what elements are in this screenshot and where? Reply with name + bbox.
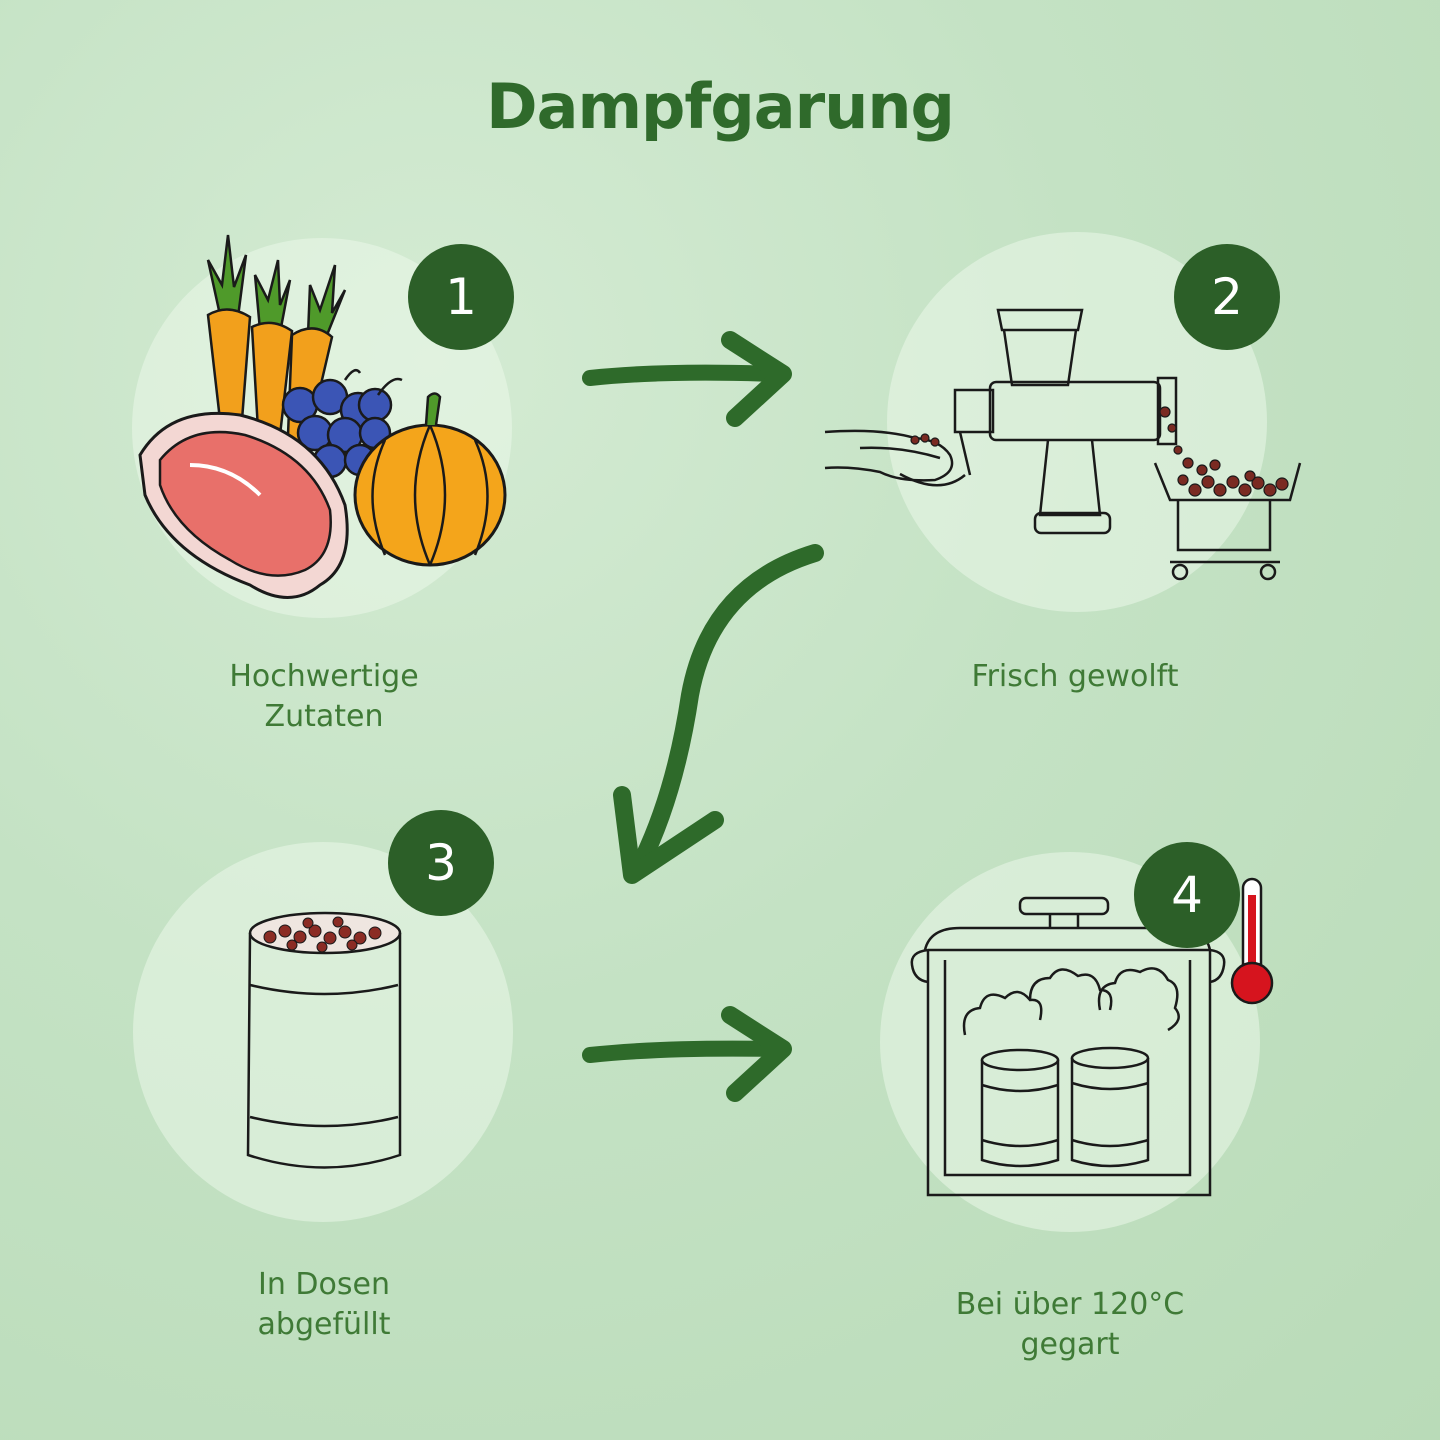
- step-2-label-line1: Frisch gewolft: [971, 659, 1179, 694]
- step-3-number-badge: 3: [388, 810, 494, 916]
- step-1-label-line1: Hochwertige: [229, 659, 419, 694]
- step-1-label-line2: Zutaten: [264, 699, 384, 734]
- step-4-number-badge: 4: [1134, 842, 1240, 948]
- arrow-step-3-to-4: [582, 1006, 792, 1102]
- step-4-label: Bei über 120°C gegart: [920, 1285, 1220, 1365]
- step-3-label-line1: In Dosen: [258, 1267, 390, 1302]
- thermometer-icon: [1230, 877, 1274, 1005]
- step-3-label: In Dosen abgefüllt: [174, 1265, 474, 1345]
- steam-cooker-icon: [910, 896, 1226, 1197]
- step-3-label-line2: abgefüllt: [257, 1307, 391, 1342]
- arrow-step-1-to-2: [582, 331, 792, 427]
- ingredients-icon: [138, 234, 507, 599]
- food-can-icon: [246, 911, 402, 1169]
- step-4-label-line2: gegart: [1020, 1327, 1120, 1362]
- meat-grinder-icon: [824, 308, 1302, 581]
- page-title: Dampfgarung: [486, 70, 955, 143]
- step-2-label: Frisch gewolft: [925, 657, 1225, 697]
- arrow-step-2-to-3: [613, 544, 824, 884]
- step-1-label: Hochwertige Zutaten: [174, 657, 474, 737]
- step-4-label-line1: Bei über 120°C: [955, 1287, 1185, 1322]
- step-1-number-badge: 1: [408, 244, 514, 350]
- step-2-number-badge: 2: [1174, 244, 1280, 350]
